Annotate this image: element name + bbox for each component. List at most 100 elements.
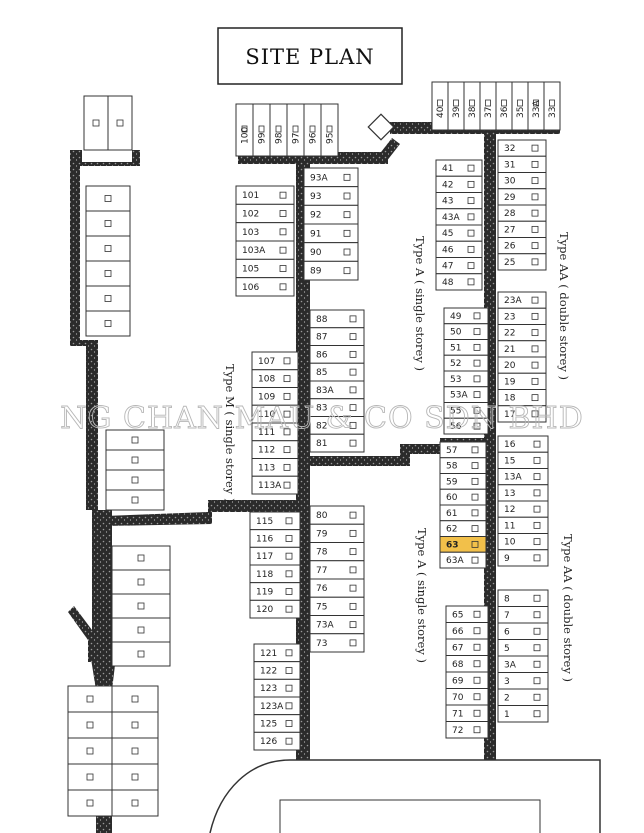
lot bbox=[83, 95, 109, 151]
lot-number: 31 bbox=[504, 160, 515, 170]
lot-marker bbox=[285, 649, 293, 657]
lot[interactable] bbox=[235, 277, 295, 297]
lot-number: 111 bbox=[258, 428, 275, 438]
lot-number: 87 bbox=[316, 333, 327, 343]
lot-number: 48 bbox=[442, 278, 454, 288]
lot-marker bbox=[258, 125, 265, 133]
lot-marker bbox=[517, 99, 523, 107]
lot[interactable] bbox=[253, 731, 301, 751]
lot-marker bbox=[137, 602, 145, 610]
lot-marker bbox=[131, 747, 139, 755]
lot[interactable] bbox=[249, 599, 301, 619]
lot-number: 33 bbox=[548, 107, 558, 118]
lot-number: 80 bbox=[316, 511, 328, 521]
lot-number: 1 bbox=[504, 710, 510, 720]
lot-marker bbox=[473, 359, 481, 367]
lot-marker bbox=[86, 695, 94, 703]
lot[interactable] bbox=[309, 433, 365, 453]
lot-number: 3 bbox=[504, 677, 510, 687]
lot-marker bbox=[137, 626, 145, 634]
lot-marker bbox=[473, 343, 481, 351]
lot-number: 95 bbox=[326, 133, 336, 144]
lot[interactable] bbox=[320, 103, 339, 157]
lot-marker bbox=[349, 511, 357, 519]
lot-number: 12 bbox=[504, 505, 515, 515]
lot-marker bbox=[349, 350, 357, 358]
lot-number: 66 bbox=[452, 627, 464, 637]
lot-marker bbox=[533, 644, 541, 652]
lot-number: 90 bbox=[310, 248, 322, 258]
lot-number: 83 bbox=[316, 404, 327, 414]
lot-marker bbox=[533, 611, 541, 619]
lot-number: 13A bbox=[504, 473, 522, 483]
lot-marker bbox=[531, 312, 539, 320]
lot-marker bbox=[137, 578, 145, 586]
lot[interactable] bbox=[439, 551, 487, 569]
lot[interactable] bbox=[309, 633, 365, 653]
lot-marker bbox=[533, 521, 541, 529]
lot[interactable] bbox=[497, 549, 549, 567]
lot-number: 39 bbox=[452, 106, 462, 118]
lot-number: 77 bbox=[316, 566, 327, 576]
lot-marker bbox=[285, 517, 293, 525]
unlabeled-lot-block bbox=[111, 545, 171, 667]
lot-number: 61 bbox=[446, 509, 457, 519]
lot[interactable] bbox=[497, 253, 547, 271]
lot-marker bbox=[469, 99, 475, 107]
lot[interactable] bbox=[286, 103, 305, 157]
lot-number: 57 bbox=[446, 446, 457, 456]
lot-number: 62 bbox=[446, 525, 457, 535]
lot[interactable] bbox=[252, 103, 271, 157]
lot-marker bbox=[531, 209, 539, 217]
lot[interactable] bbox=[445, 721, 489, 739]
lot-number: 73A bbox=[316, 621, 334, 631]
lot-marker bbox=[343, 211, 351, 219]
lot-number: 89 bbox=[310, 267, 322, 277]
lot-marker bbox=[283, 463, 291, 471]
lot bbox=[111, 641, 171, 667]
lot bbox=[67, 763, 113, 791]
lot-number: 16 bbox=[504, 440, 516, 450]
lot[interactable] bbox=[303, 260, 359, 281]
lot-marker bbox=[116, 119, 124, 127]
lot-number: 126 bbox=[260, 737, 277, 747]
lot-number: 116 bbox=[256, 535, 273, 545]
lot[interactable] bbox=[251, 475, 299, 495]
lot-number: 36 bbox=[500, 106, 510, 118]
diamond-feature bbox=[367, 113, 395, 141]
lot[interactable] bbox=[497, 405, 547, 423]
lot-marker bbox=[467, 278, 475, 286]
label-type-aa-lower: Type AA ( double storey ) bbox=[561, 534, 575, 682]
unlabeled-lot-block bbox=[67, 685, 113, 817]
lot-number: 70 bbox=[452, 693, 464, 703]
lot-number: 113 bbox=[258, 463, 275, 473]
lot bbox=[67, 789, 113, 817]
lot-marker bbox=[279, 246, 287, 254]
lot-marker bbox=[131, 476, 139, 484]
lot[interactable] bbox=[303, 103, 322, 157]
lot-number: 59 bbox=[446, 477, 458, 487]
lot[interactable] bbox=[443, 417, 489, 435]
lot[interactable] bbox=[497, 705, 549, 723]
lot[interactable] bbox=[435, 273, 483, 291]
lot-marker bbox=[283, 428, 291, 436]
lot-number: 92 bbox=[310, 211, 321, 221]
label-type-a-upper: Type A ( single storey ) bbox=[413, 236, 427, 371]
lot-marker bbox=[349, 602, 357, 610]
lot-number: 46 bbox=[442, 245, 454, 255]
lot[interactable] bbox=[269, 103, 288, 157]
lot-number: 40 bbox=[436, 106, 446, 118]
lot-marker bbox=[285, 720, 293, 727]
lot-number: 11 bbox=[504, 521, 515, 531]
lot-number: 119 bbox=[256, 588, 273, 598]
lot-number: 60 bbox=[446, 493, 458, 503]
lot-number: 125 bbox=[260, 720, 277, 730]
lot-number: 28 bbox=[504, 209, 516, 219]
